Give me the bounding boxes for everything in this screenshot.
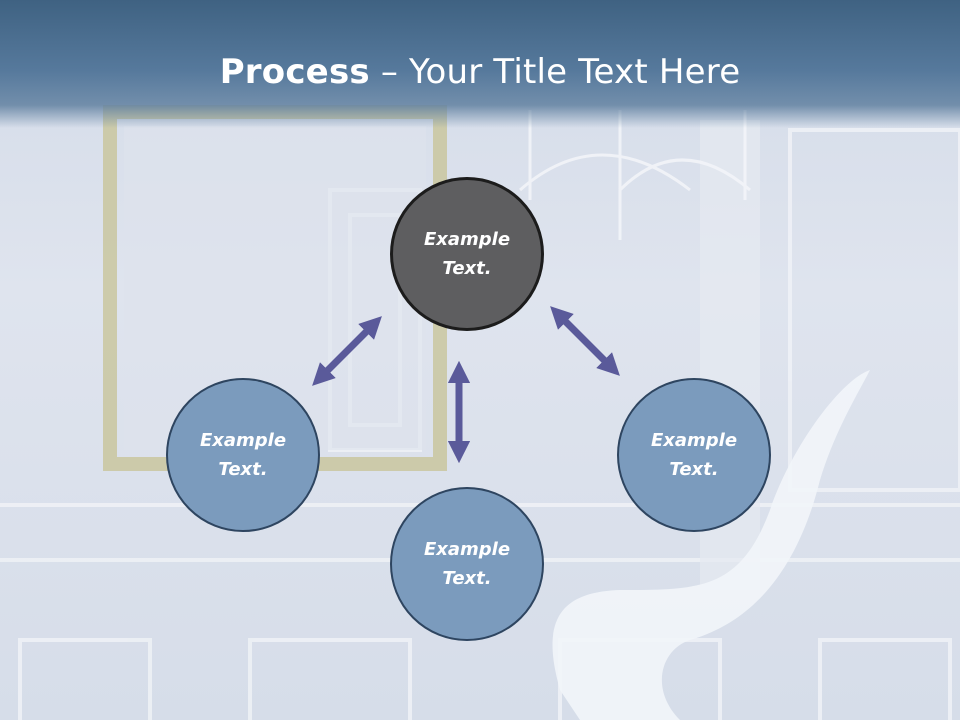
node-left-text: Example Text. — [199, 430, 287, 480]
node-center[interactable]: Example Text. — [390, 177, 544, 331]
node-left[interactable]: Example Text. — [166, 378, 320, 532]
node-center-text: Example Text. — [423, 229, 511, 279]
node-right[interactable]: Example Text. — [617, 378, 771, 532]
title-rest: – Your Title Text Here — [369, 52, 741, 92]
slide-title[interactable]: Process – Your Title Text Here — [0, 52, 960, 92]
node-bottom[interactable]: Example Text. — [390, 487, 544, 641]
title-bold: Process — [219, 52, 370, 92]
title-bar — [0, 0, 960, 128]
arrow-center-right — [550, 306, 620, 376]
arrow-left-center — [312, 316, 382, 386]
node-right-text: Example Text. — [650, 430, 738, 480]
node-bottom-text: Example Text. — [423, 539, 511, 589]
